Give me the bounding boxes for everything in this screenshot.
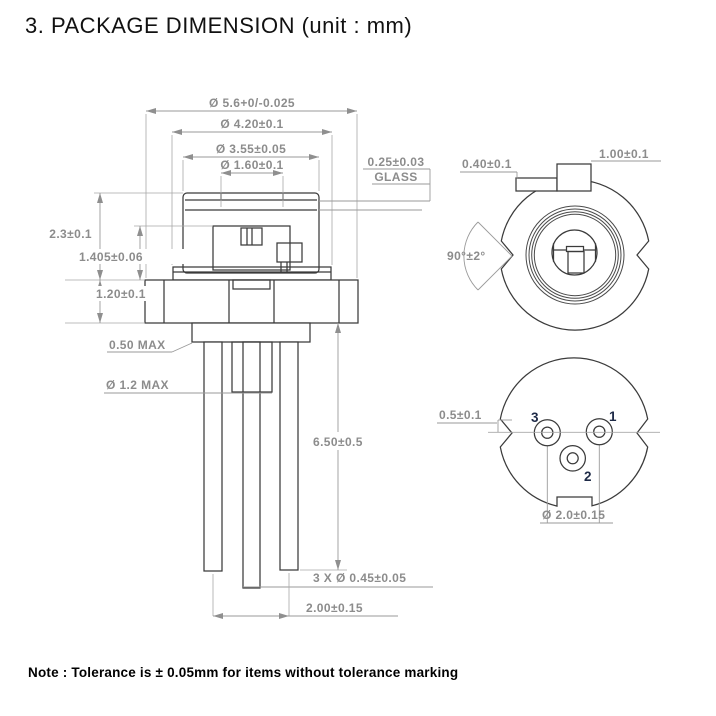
lead-left bbox=[203, 341, 223, 572]
top-view-chip-mount bbox=[567, 250, 585, 274]
top-view-ring-3 bbox=[531, 211, 619, 299]
label-d12: Ø 1.2 MAX bbox=[106, 378, 169, 392]
pin-3-outer bbox=[533, 419, 561, 447]
lead-center bbox=[242, 341, 261, 589]
bottom-view-dimensions: 0.5±0.1 Ø 2.0±0.15 bbox=[437, 408, 613, 524]
heatsink-block bbox=[212, 225, 291, 271]
pin-3-number: 3 bbox=[531, 410, 539, 425]
top-view-tab-thin bbox=[515, 177, 558, 192]
top-view-ring-1 bbox=[525, 205, 625, 305]
side-view: Ø 5.6+0/-0.025 Ø 4.20±0.1 Ø 3.55±0.05 Ø … bbox=[49, 96, 433, 619]
top-view-ring-4 bbox=[533, 213, 617, 297]
top-view-lens-aperture bbox=[551, 229, 598, 276]
photodiode-block bbox=[276, 242, 303, 263]
pin-2-outer bbox=[559, 444, 587, 472]
label-pitch: 2.00±0.15 bbox=[306, 601, 363, 615]
label-tab-height: 0.40±0.1 bbox=[462, 157, 512, 171]
label-d160: Ø 1.60±0.1 bbox=[220, 158, 283, 172]
label-notch-depth: 0.5±0.1 bbox=[439, 408, 482, 422]
bottom-view: 3 1 2 0.5±0.1 Ø 2.0±0.15 bbox=[437, 357, 660, 524]
label-angle: 90°±2° bbox=[447, 249, 486, 263]
center-pin-bead bbox=[231, 341, 273, 393]
top-view-tab bbox=[556, 163, 592, 192]
label-lead-dia: 3 X Ø 0.45±0.05 bbox=[313, 571, 406, 585]
label-tab-width: 1.00±0.1 bbox=[599, 147, 649, 161]
label-h1405-bg bbox=[76, 249, 188, 264]
flange bbox=[144, 279, 359, 324]
label-d420: Ø 4.20±0.1 bbox=[220, 117, 283, 131]
lead-right bbox=[279, 341, 299, 571]
pin-2-inner bbox=[566, 452, 579, 465]
label-glass-word: GLASS bbox=[374, 170, 417, 184]
center-pin-seal bbox=[232, 279, 271, 290]
side-view-dimensions: Ø 5.6+0/-0.025 Ø 4.20±0.1 Ø 3.55±0.05 Ø … bbox=[49, 96, 433, 619]
pin-3-inner bbox=[541, 426, 554, 439]
label-glass-value: 0.25±0.03 bbox=[368, 155, 425, 169]
pin-3 bbox=[533, 419, 561, 447]
label-pin-circle: Ø 2.0±0.15 bbox=[542, 508, 605, 522]
label-h1405: 1.405±0.06 bbox=[79, 250, 143, 264]
boss bbox=[191, 322, 311, 343]
top-view-dimensions: 0.40±0.1 1.00±0.1 90°±2° bbox=[447, 147, 661, 291]
label-h050: 0.50 MAX bbox=[109, 338, 166, 352]
tolerance-note: Note : Tolerance is ± 0.05mm for items w… bbox=[28, 665, 459, 680]
label-h650-bg bbox=[310, 433, 370, 449]
label-h120: 1.20±0.1 bbox=[96, 287, 146, 301]
top-view: 0.40±0.1 1.00±0.1 90°±2° bbox=[447, 147, 661, 331]
top-view-ring-2 bbox=[528, 208, 622, 302]
angle-wedge-arc bbox=[463, 221, 479, 291]
label-h120-bg bbox=[93, 286, 163, 301]
pin-2 bbox=[559, 444, 587, 472]
pin-1 bbox=[585, 418, 613, 446]
pin-1-outer bbox=[585, 418, 613, 446]
page-title: 3. PACKAGE DIMENSION (unit : mm) bbox=[25, 13, 413, 38]
label-h23: 2.3±0.1 bbox=[49, 227, 92, 241]
angle-wedge-lower bbox=[477, 255, 513, 291]
label-d56: Ø 5.6+0/-0.025 bbox=[209, 96, 295, 110]
pin-1-inner bbox=[593, 425, 606, 438]
label-h650: 6.50±0.5 bbox=[313, 435, 363, 449]
cap-outline bbox=[182, 192, 320, 274]
angle-wedge-upper bbox=[477, 221, 513, 257]
leader-h050 bbox=[171, 342, 193, 353]
side-view-part bbox=[144, 192, 359, 589]
label-d355: Ø 3.55±0.05 bbox=[216, 142, 286, 156]
pin-1-number: 1 bbox=[609, 409, 617, 424]
pin-2-number: 2 bbox=[584, 469, 592, 484]
